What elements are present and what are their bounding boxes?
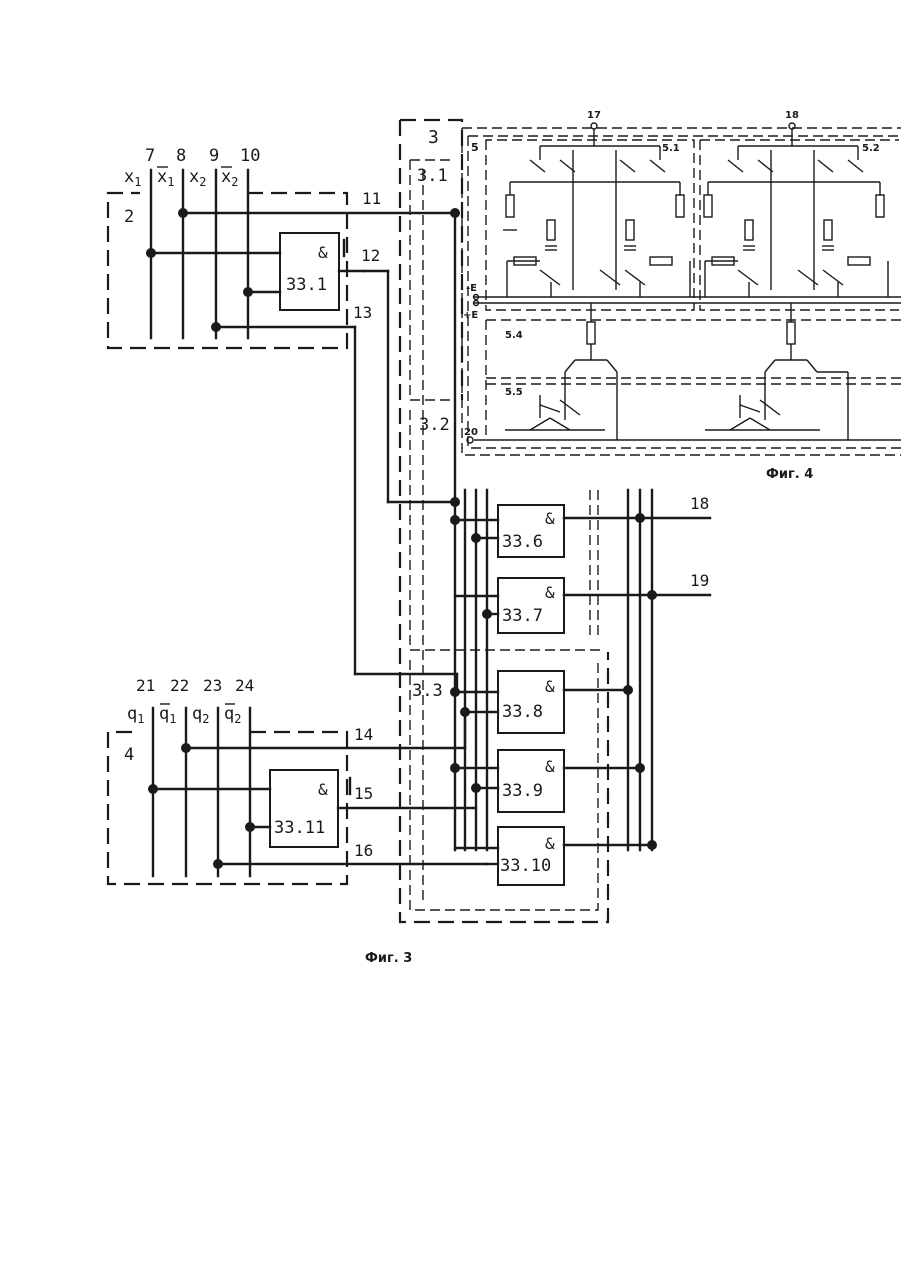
signal-x2-inverted: x2 (221, 167, 238, 189)
signal-q1-inverted-sub: 1 (169, 712, 176, 726)
cell-5-2 (704, 146, 888, 297)
gate-33-10-symbol: & (545, 834, 555, 853)
bus-number-22: 22 (170, 676, 189, 695)
bus-number-7: 7 (145, 146, 155, 166)
signal-x2-sub: 2 (199, 175, 206, 189)
wire-label-11: 11 (362, 189, 381, 208)
terminal-17-label: 17 (587, 110, 601, 121)
block-3-number: 3 (428, 127, 439, 148)
gate-33-10-label: 33.10 (500, 856, 551, 876)
svg-text:q1: q1 (127, 704, 144, 726)
block-4-number: 4 (124, 745, 134, 765)
signal-q2-inverted-sub: 2 (234, 712, 241, 726)
signal-q2-inverted-base: q (224, 704, 234, 724)
signal-x1-inverted-base: x (157, 167, 167, 187)
signal-q2-sub: 2 (202, 712, 209, 726)
gate-33-7-symbol: & (545, 583, 555, 602)
block-2-number: 2 (124, 207, 134, 227)
block-5-4-label: 5.4 (505, 330, 523, 341)
signal-x2-inverted-base: x (221, 167, 231, 187)
gate-33-9: & 33.9 (498, 750, 564, 812)
svg-text:x1: x1 (124, 167, 141, 189)
wire-label-12: 12 (361, 246, 380, 265)
signal-q1-sub: 1 (137, 712, 144, 726)
svg-text:q2: q2 (224, 704, 241, 726)
block-5-label: 5 (471, 141, 479, 154)
bus-number-24: 24 (235, 676, 254, 695)
rail-minus-e-label: -E (466, 283, 477, 294)
gate-33-8-label: 33.8 (502, 702, 543, 722)
signal-q1-inverted-base: q (159, 704, 169, 724)
terminal-18-label: 18 (785, 110, 799, 121)
signal-x2-base: x (189, 167, 199, 187)
signal-x1-inverted-sub: 1 (167, 175, 174, 189)
cell-5-4 (565, 303, 848, 440)
svg-text:x2: x2 (189, 167, 206, 189)
block-5-2-label: 5.2 (862, 143, 880, 154)
svg-text:q2: q2 (192, 704, 209, 726)
svg-text:x1: x1 (157, 167, 174, 189)
block-5-5-label: 5.5 (505, 387, 523, 398)
figure-4: 5 5.1 5.2 5.4 5.5 17 18 20 -E +E (462, 110, 901, 482)
gate-33-11: & 33.11 (270, 770, 338, 847)
signal-q2-inverted: q2 (224, 704, 241, 726)
figure-3-caption: Фиг. 3 (365, 951, 412, 966)
wire-label-13: 13 (353, 303, 372, 322)
signal-q1: q1 (127, 704, 144, 726)
bus-number-21: 21 (136, 676, 155, 695)
terminal-20-label: 20 (464, 427, 478, 438)
signal-q1-base: q (127, 704, 137, 724)
gate-33-8: & 33.8 (498, 671, 564, 733)
bus-number-8: 8 (176, 146, 186, 166)
gate-33-6: & 33.6 (498, 505, 564, 557)
cell-5-1 (503, 146, 690, 297)
gate-33-6-label: 33.6 (502, 532, 543, 552)
block-5-1-label: 5.1 (662, 143, 680, 154)
wire-label-18: 18 (690, 494, 709, 513)
wire-label-19: 19 (690, 571, 709, 590)
figure-4-caption: Фиг. 4 (766, 467, 813, 482)
gate-33-8-symbol: & (545, 677, 555, 696)
signal-x1-sub: 1 (134, 175, 141, 189)
gate-33-9-symbol: & (545, 757, 555, 776)
block-4-buses (153, 708, 250, 876)
rail-plus-e-label: +E (463, 310, 478, 321)
signal-q2-base: q (192, 704, 202, 724)
gate-33-1-symbol: & (318, 243, 328, 262)
signal-x1-inverted: x1 (157, 167, 174, 189)
cell-5-5 (505, 395, 820, 430)
bus-number-23: 23 (203, 676, 222, 695)
bus-number-9: 9 (209, 146, 219, 166)
gate-33-10: & 33.10 (498, 827, 564, 885)
svg-text:x2: x2 (221, 167, 238, 189)
bus-number-10: 10 (240, 146, 260, 166)
signal-x1: x1 (124, 167, 141, 189)
block-3-1-label: 3.1 (417, 166, 448, 186)
gate-33-7: & 33.7 (498, 578, 564, 633)
svg-text:q1: q1 (159, 704, 176, 726)
wire-label-16: 16 (354, 841, 373, 860)
block-3-3-label: 3.3 (412, 681, 443, 701)
gate-33-9-label: 33.9 (502, 781, 543, 801)
signal-q1-inverted: q1 (159, 704, 176, 726)
signal-x2: x2 (189, 167, 206, 189)
gate-33-1: & 33.1 (280, 233, 339, 310)
signal-x2-inverted-sub: 2 (231, 175, 238, 189)
gate-33-6-symbol: & (545, 509, 555, 528)
gate-33-11-label: 33.11 (274, 818, 325, 838)
signal-x1-base: x (124, 167, 134, 187)
signal-q2: q2 (192, 704, 209, 726)
gate-33-1-label: 33.1 (286, 275, 327, 295)
gate-33-7-label: 33.7 (502, 606, 543, 626)
wire-label-15: 15 (354, 784, 373, 803)
gate-33-11-symbol: & (318, 780, 328, 799)
wire-label-14: 14 (354, 725, 373, 744)
